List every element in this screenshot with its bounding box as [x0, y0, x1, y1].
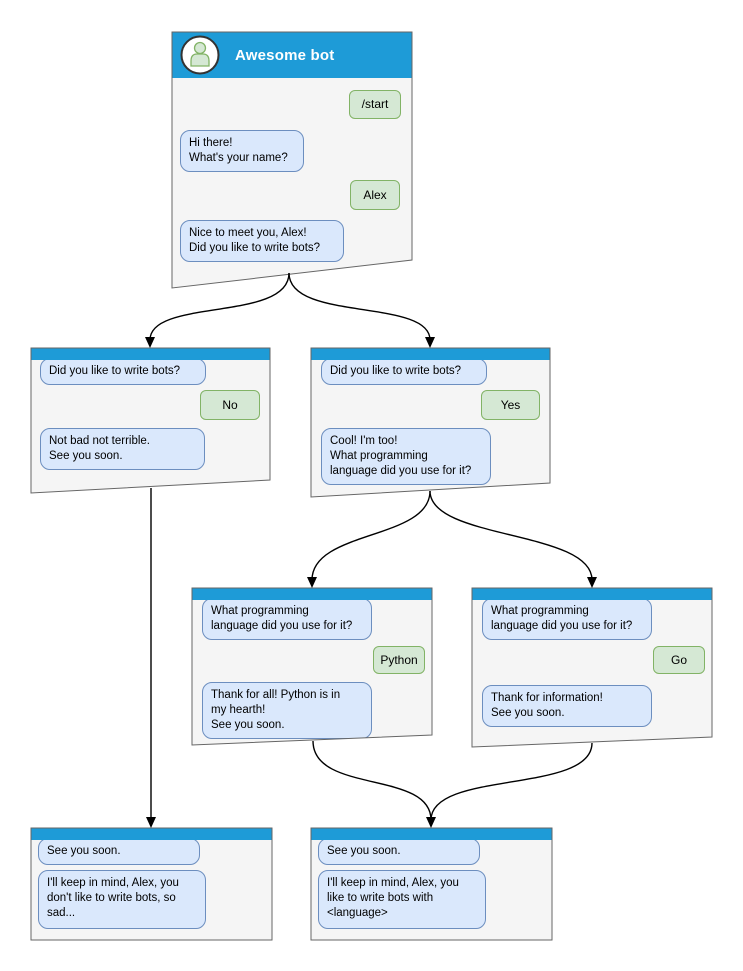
chat-titlebar: Awesome bot: [172, 32, 412, 78]
connector-root-to-yes: [288, 272, 431, 341]
arrowhead: [426, 817, 436, 828]
arrowhead: [307, 577, 317, 588]
arrowhead: [587, 577, 597, 588]
chat-window-yes-branch: Did you like to write bots? Yes Cool! I'…: [311, 348, 550, 497]
chat-window-end-no: See you soon. I'll keep in mind, Alex, y…: [31, 828, 272, 940]
bot-message: Hi there! What's your name?: [180, 130, 304, 172]
arrowhead: [425, 337, 435, 348]
bot-message: See you soon.: [318, 838, 480, 865]
connector-root-to-no: [149, 272, 290, 341]
user-message: Yes: [481, 390, 540, 420]
bot-message: I'll keep in mind, Alex, you don't like …: [38, 870, 206, 929]
chat-titlebar: [311, 828, 552, 840]
chat-window-end-language: See you soon. I'll keep in mind, Alex, y…: [311, 828, 552, 940]
chat-titlebar: [31, 348, 270, 360]
chat-titlebar: [472, 588, 712, 600]
user-message: Go: [653, 646, 705, 674]
user-message: No: [200, 390, 260, 420]
bot-message: Cool! I'm too! What programming language…: [321, 428, 491, 485]
bot-message: What programming language did you use fo…: [202, 598, 372, 640]
connector-python-to-end: [312, 740, 432, 821]
bot-message: What programming language did you use fo…: [482, 598, 652, 640]
bot-message: Thank for information! See you soon.: [482, 685, 652, 727]
chat-titlebar: [192, 588, 432, 600]
chat-title: Awesome bot: [235, 46, 335, 64]
user-message: /start: [349, 90, 401, 119]
chat-window-no-branch: Did you like to write bots? No Not bad n…: [31, 348, 270, 493]
chat-titlebar: [311, 348, 550, 360]
connector-go-to-end: [430, 742, 593, 821]
connector-yes-to-python: [311, 490, 431, 581]
user-message: Alex: [350, 180, 400, 210]
chat-window-awesome-bot: Awesome bot /start Hi there! What's your…: [172, 32, 412, 288]
bot-message: Did you like to write bots?: [40, 358, 206, 385]
bot-message: See you soon.: [38, 838, 200, 865]
bot-message: Thank for all! Python is in my hearth! S…: [202, 682, 372, 739]
arrowhead: [146, 817, 156, 828]
user-message: Python: [373, 646, 425, 674]
connector-yes-to-go: [429, 490, 593, 581]
bot-avatar-icon: [180, 35, 220, 75]
bot-message: Not bad not terrible. See you soon.: [40, 428, 205, 470]
chat-window-python-branch: What programming language did you use fo…: [192, 588, 432, 745]
arrowhead: [145, 337, 155, 348]
chat-titlebar: [31, 828, 272, 840]
chat-window-go-branch: What programming language did you use fo…: [472, 588, 712, 747]
bot-message: Nice to meet you, Alex! Did you like to …: [180, 220, 344, 262]
bot-message: Did you like to write bots?: [321, 358, 487, 385]
bot-message: I'll keep in mind, Alex, you like to wri…: [318, 870, 486, 929]
